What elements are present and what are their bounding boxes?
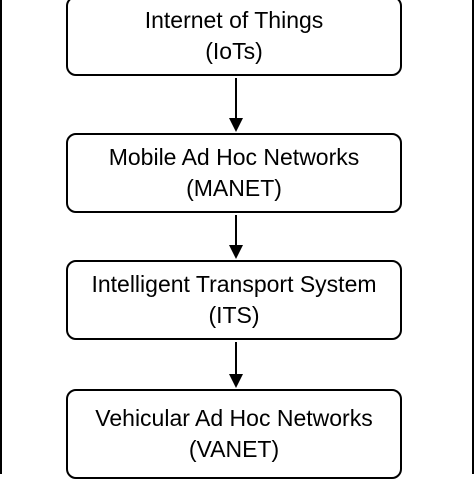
- node-title: Vehicular Ad Hoc Networks: [95, 405, 373, 431]
- left-border-line: [0, 0, 2, 474]
- arrow-iot-to-manet: [229, 78, 243, 132]
- node-vehicular-ad-hoc-networks: Vehicular Ad Hoc Networks (VANET): [66, 389, 402, 479]
- node-title: Mobile Ad Hoc Networks: [108, 144, 360, 170]
- node-intelligent-transport-system: Intelligent Transport System (ITS): [66, 260, 402, 340]
- node-title: Intelligent Transport System: [91, 271, 377, 297]
- node-abbreviation: (MANET): [186, 175, 282, 201]
- node-mobile-ad-hoc-networks: Mobile Ad Hoc Networks (MANET): [66, 133, 402, 213]
- node-abbreviation: (IoTs): [205, 38, 263, 64]
- node-title: Internet of Things: [144, 7, 324, 33]
- arrow-manet-to-its: [229, 215, 243, 259]
- node-internet-of-things: Internet of Things (IoTs): [66, 0, 402, 76]
- node-abbreviation: (VANET): [188, 436, 280, 462]
- arrow-its-to-vanet: [229, 342, 243, 388]
- node-abbreviation: (ITS): [208, 302, 260, 328]
- right-border-line: [472, 0, 474, 474]
